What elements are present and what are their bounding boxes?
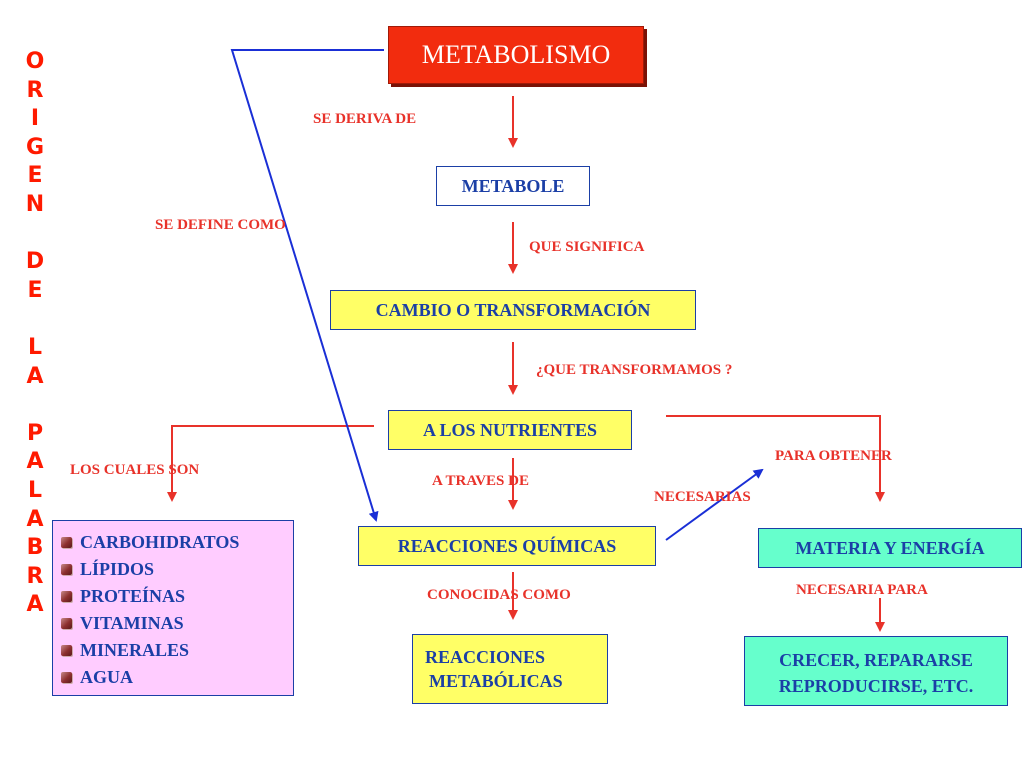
metabolismo-text: METABOLISMO — [421, 40, 611, 69]
label-a-traves-de: A TRAVES DE — [432, 473, 529, 489]
reacciones-metabolicas-line2: METABÓLICAS — [429, 671, 563, 691]
bullet-icon — [61, 591, 72, 602]
materia-energia-text: MATERIA Y ENERGÍA — [795, 537, 985, 558]
vertical-title-letter: D — [25, 249, 45, 275]
vertical-title-letter: R — [26, 77, 44, 103]
list-item-text: MINERALES — [80, 640, 190, 660]
label-para-obtener: PARA OBTENER — [775, 448, 892, 464]
bullet-icon — [61, 537, 72, 548]
vertical-title-letter: I — [30, 106, 40, 132]
bullet-icon — [61, 645, 72, 656]
label-que-transformamos: ¿QUE TRANSFORMAMOS ? — [536, 362, 733, 378]
nutrients-list-box: CARBOHIDRATOS LÍPIDOS PROTEÍNAS VITAMINA… — [52, 520, 294, 696]
vertical-title-letter — [18, 220, 52, 249]
vertical-title-letter: A — [26, 592, 44, 618]
cambio-text: CAMBIO O TRANSFORMACIÓN — [375, 299, 651, 320]
list-item: CARBOHIDRATOS — [61, 529, 293, 556]
reacciones-metabolicas-line1: REACCIONES — [425, 647, 546, 667]
list-item: PROTEÍNAS — [61, 583, 293, 610]
list-item-text: PROTEÍNAS — [80, 586, 186, 606]
cambio-box: CAMBIO O TRANSFORMACIÓN — [330, 290, 696, 330]
list-item-text: AGUA — [80, 667, 133, 687]
arrow-reacciones-to-materia — [665, 468, 764, 541]
vertical-title-letter: O — [25, 49, 45, 74]
list-item: AGUA — [61, 664, 293, 691]
arrow-nutrientes-to-list — [167, 425, 374, 502]
label-necesarias: NECESARIAS — [654, 489, 751, 505]
crecer-line1: CRECER, REPARARSE — [779, 650, 973, 670]
metabole-text: METABOLE — [461, 175, 565, 196]
arrow-metabolismo-to-reacciones — [230, 49, 384, 522]
reacciones-quimicas-text: REACCIONES QUÍMICAS — [397, 535, 617, 556]
list-item: MINERALES — [61, 637, 293, 664]
list-item-text: LÍPIDOS — [80, 559, 155, 579]
label-se-define-como: SE DEFINE COMO — [155, 217, 286, 233]
vertical-title-letter: B — [26, 535, 44, 561]
list-item: VITAMINAS — [61, 610, 293, 637]
label-conocidas-como: CONOCIDAS COMO — [427, 587, 571, 603]
label-necesaria-para: NECESARIA PARA — [796, 582, 928, 598]
metabole-box: METABOLE — [436, 166, 590, 206]
nutrientes-text: A LOS NUTRIENTES — [422, 419, 598, 440]
vertical-title-letter — [18, 305, 52, 334]
vertical-title-letter — [18, 391, 52, 420]
materia-energia-box: MATERIA Y ENERGÍA — [758, 528, 1022, 568]
vertical-title-letter: R — [26, 563, 44, 589]
metabolismo-box: METABOLISMO — [388, 26, 644, 84]
vertical-title-letter: L — [27, 334, 43, 360]
crecer-box: CRECER, REPARARSE REPRODUCIRSE, ETC. — [744, 636, 1008, 706]
crecer-line2: REPRODUCIRSE, ETC. — [778, 676, 974, 696]
list-item-text: CARBOHIDRATOS — [80, 532, 240, 552]
vertical-title-letter: N — [25, 191, 45, 217]
vertical-title-letter: G — [25, 134, 45, 160]
vertical-title-letter: L — [27, 477, 43, 503]
bullet-icon — [61, 672, 72, 683]
list-item-text: VITAMINAS — [80, 613, 184, 633]
label-que-significa: QUE SIGNIFICA — [529, 239, 645, 255]
label-se-deriva-de: SE DERIVA DE — [313, 111, 417, 127]
vertical-title-letter: P — [26, 420, 44, 446]
reacciones-metabolicas-box: REACCIONES METABÓLICAS — [412, 634, 608, 704]
reacciones-quimicas-box: REACCIONES QUÍMICAS — [358, 526, 656, 566]
label-los-cuales-son: LOS CUALES SON — [70, 462, 200, 478]
bullet-icon — [61, 618, 72, 629]
vertical-title-letter: A — [26, 506, 44, 532]
vertical-title-letter: E — [27, 163, 43, 189]
vertical-title-letter: A — [26, 449, 44, 475]
list-item: LÍPIDOS — [61, 556, 293, 583]
arrow-nutrientes-to-materia — [666, 415, 885, 502]
vertical-title-letter: E — [27, 277, 43, 303]
nutrientes-box: A LOS NUTRIENTES — [388, 410, 632, 450]
bullet-icon — [61, 564, 72, 575]
vertical-title-letter: A — [26, 363, 44, 389]
